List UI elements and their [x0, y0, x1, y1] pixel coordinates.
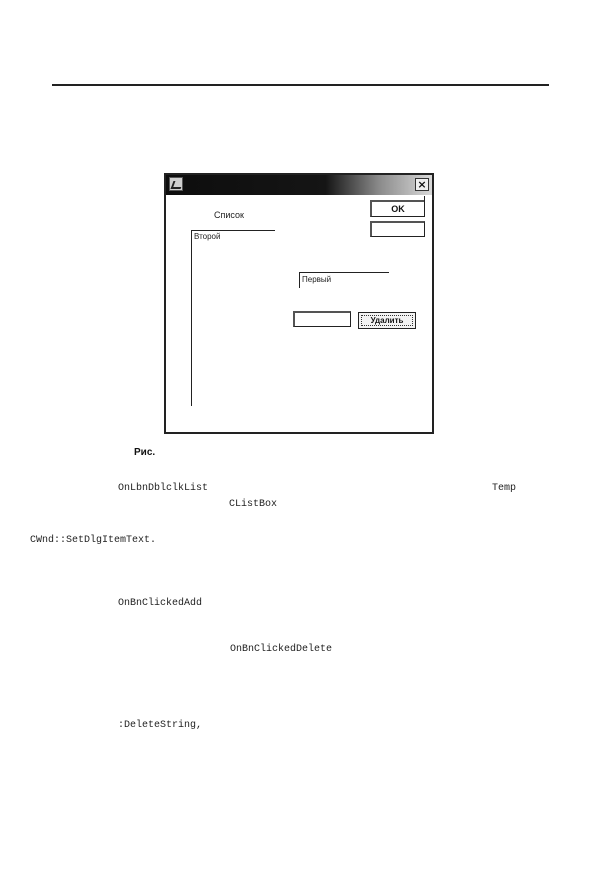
- app-icon: [169, 177, 183, 191]
- delete-button[interactable]: Удалить: [358, 312, 416, 329]
- page-header-rule: [52, 84, 549, 86]
- list-dialog-window: × Список Второй OK Первый Удалить: [164, 173, 434, 434]
- blank-button[interactable]: [293, 311, 351, 327]
- text-temp: Temp: [492, 483, 517, 494]
- edit-field[interactable]: Первый: [299, 272, 389, 288]
- text-onbnclickedadd: OnBnClickedAdd: [118, 598, 203, 609]
- list-label: Список: [214, 210, 244, 220]
- text-onlbndblclklist: OnLbnDblclkList: [118, 483, 209, 494]
- figure-caption: Рис.: [134, 447, 156, 458]
- text-deletestring: :DeleteString,: [118, 720, 203, 731]
- text-onbnclickeddelete: OnBnClickedDelete: [230, 644, 333, 655]
- listbox[interactable]: Второй: [191, 230, 275, 406]
- list-item[interactable]: Второй: [194, 232, 221, 241]
- close-button[interactable]: ×: [415, 178, 429, 191]
- text-clistbox: CListBox: [229, 499, 278, 510]
- dialog-titlebar[interactable]: ×: [166, 175, 432, 195]
- delete-button-label: Удалить: [361, 315, 413, 326]
- text-setdlgitemtext: CWnd::SetDlgItemText.: [30, 535, 157, 546]
- add-button[interactable]: [370, 221, 425, 237]
- edit-field-value: Первый: [302, 275, 332, 284]
- ok-button[interactable]: OK: [370, 196, 425, 217]
